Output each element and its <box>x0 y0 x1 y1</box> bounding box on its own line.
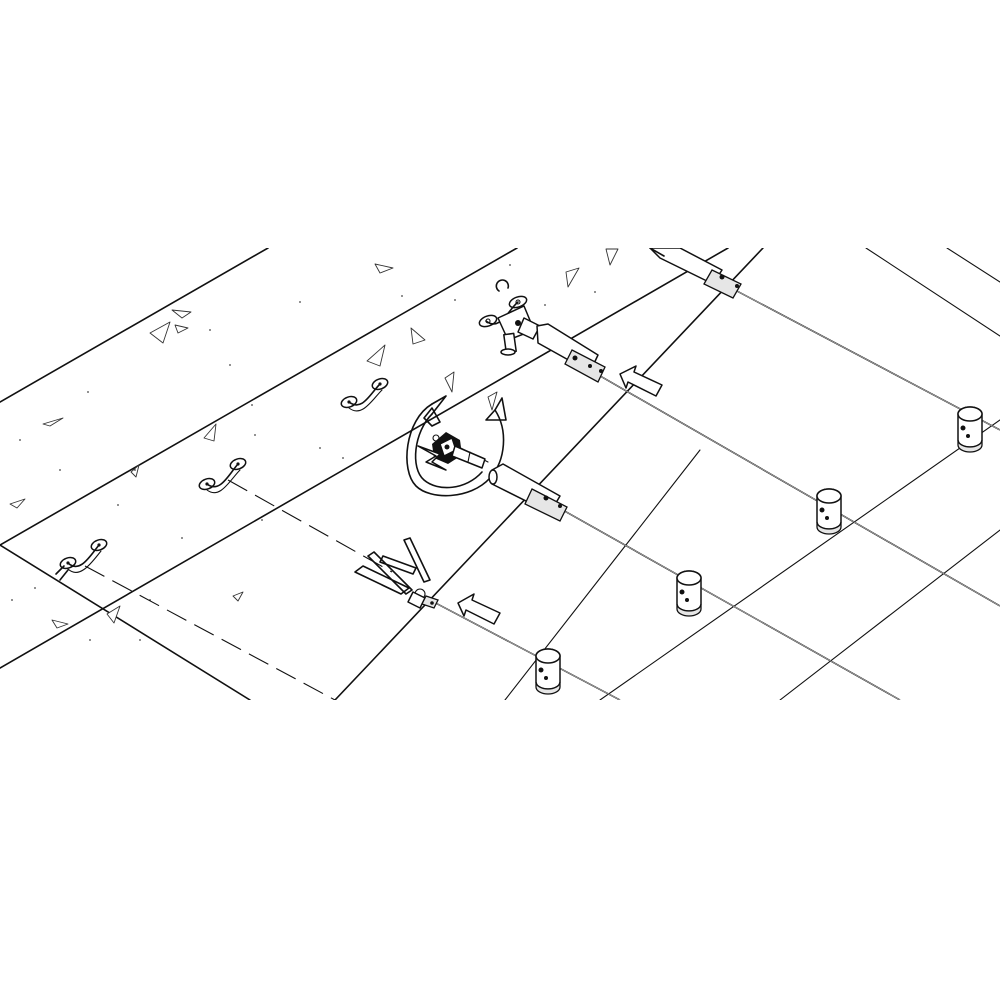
wing-nut-icon <box>340 377 389 412</box>
wing-nut-icon <box>59 538 108 573</box>
cable-holder-post-1 <box>957 406 983 453</box>
concrete-aggregate-texture <box>9 248 619 629</box>
wall-anchor-1 <box>340 377 389 412</box>
concrete-wall <box>0 248 765 700</box>
cable-runs <box>427 289 1000 700</box>
wall-edge-lines <box>0 248 729 700</box>
wall-anchor-2 <box>198 457 247 494</box>
push-arrow-icon-upper <box>619 365 663 397</box>
cable-holder-post-3 <box>676 570 702 617</box>
push-arrow-icon-lower <box>457 593 501 625</box>
eye-bolt-fitting-upper <box>478 279 541 356</box>
cable-holder-post-2 <box>816 488 842 535</box>
allen-key-icon <box>354 537 439 609</box>
cable-holder-post-4 <box>535 648 561 695</box>
tensioner-fitting-top <box>649 248 742 299</box>
tensioner-sleeve-middle <box>488 463 568 522</box>
eye-bolt-fitting-middle <box>432 432 486 469</box>
rotate-tighten-arrow-icon <box>406 395 507 497</box>
wing-nut-icon <box>198 457 247 494</box>
tensioner-sleeve-upper <box>536 323 606 383</box>
wall-anchor-3 <box>55 538 108 581</box>
deck-frame-lines <box>334 248 1000 700</box>
